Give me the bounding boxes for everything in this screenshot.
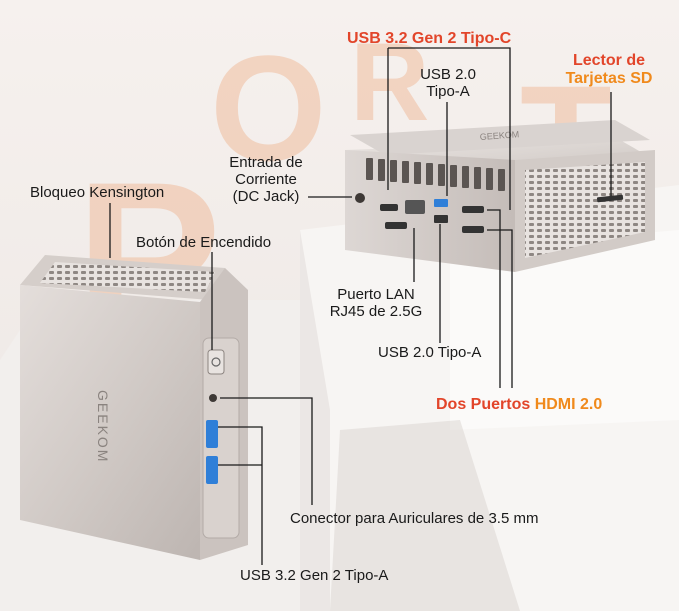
label-lan-line2: RJ45 de 2.5G [329,303,423,320]
label-hdmi: Dos Puertos HDMI 2.0 [436,396,602,414]
port-watermark-letter: R [350,21,429,144]
label-lan-line1: Puerto LAN [337,286,415,303]
front-device-illustration: GEEKOM [20,255,248,560]
label-dc-jack: Entrada de Corriente (DC Jack) [214,154,318,205]
callout-line-usb-c [388,47,511,210]
callout-line-hdmi [487,229,513,388]
label-dc-jack-line1: Entrada de [229,154,303,171]
label-power-button: Botón de Encendido [136,234,272,251]
label-usb20-top: USB 2.0 Tipo-A [405,66,491,100]
label-lan: Puerto LAN RJ45 de 2.5G [322,286,430,320]
label-sd-reader-line1: Lector de [572,52,645,69]
label-hdmi-part1: Dos Puertos [436,396,535,413]
svg-text:GEEKOM: GEEKOM [95,390,111,463]
callout-line-headphone [220,397,313,505]
label-sd-reader: Lector de Tarjetas SD [548,52,670,88]
callout-line-hdmi [487,209,501,388]
label-headphone-jack: Conector para Auriculares de 3.5 mm [290,510,539,527]
label-dc-jack-line2: Corriente [235,171,297,188]
label-sd-reader-line2: Tarjetas SD [565,70,653,87]
callout-line-usb-a [218,426,263,565]
label-usb32-tipo-c: USB 3.2 Gen 2 Tipo-C [347,30,512,47]
label-dc-jack-line3: (DC Jack) [232,188,300,205]
label-kensington: Bloqueo Kensington [30,184,165,201]
label-usb32-tipo-a: USB 3.2 Gen 2 Tipo-A [240,567,389,584]
label-usb20-top-line2: Tipo-A [426,83,470,100]
label-hdmi-part2: HDMI 2.0 [534,396,603,413]
label-usb20-bottom: USB 2.0 Tipo-A [378,344,482,361]
port-watermark-letter: O [210,24,327,192]
rear-device-illustration: GEEKOM [345,120,655,272]
label-usb20-top-line1: USB 2.0 [420,66,476,83]
